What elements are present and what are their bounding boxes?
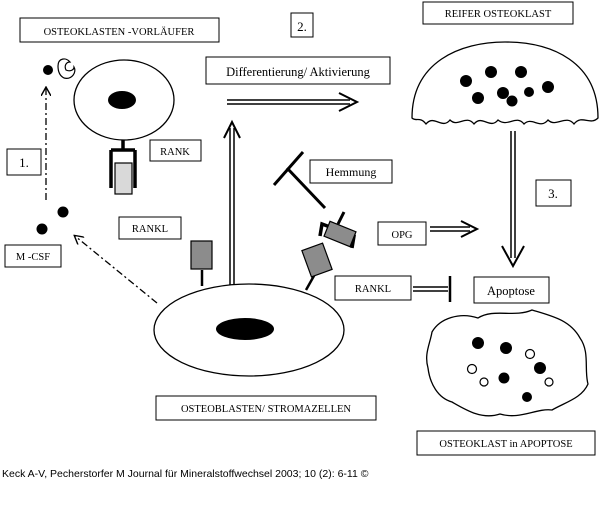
step-3-label: 3. [548,186,558,201]
precursor-label-box [19,17,220,43]
mcsf-receptor [57,58,76,79]
apoptotic-osteoclast [426,309,589,417]
inhibition-bar [272,151,327,210]
osteoblasts-label: OSTEOBLASTEN/ STROMAZELLEN [181,404,351,415]
differentiation-label: Differentierung/ Aktivierung [226,65,371,79]
differentiation-arrow [227,92,360,112]
rankl-ligand [190,240,213,270]
apoptosis-label: Apoptose [487,284,535,298]
step-2-label: 2. [297,19,307,34]
step-1-label: 1. [19,155,29,170]
activation-arrow [223,119,241,285]
mcsf-label-box [4,244,62,268]
rankl-top-label: RANKL [132,224,168,235]
differentiation-box [205,56,391,85]
mature-label: REIFER OSTEOKLAST [445,9,552,20]
mature-label-box [422,1,574,25]
rankl-inhibition-line [413,276,452,302]
opg-rankl-complex [301,211,357,291]
apoptosis-box [473,276,550,304]
apoptotic-osteoclast-label-box [416,430,596,456]
apoptosis-arrow [501,131,525,269]
rankl-bottom-label-box [334,275,412,301]
source-caption: Keck A-V, Pecherstorfer M Journal für Mi… [2,468,369,480]
mcsf-label: M -CSF [16,252,50,263]
osteoblasts-label-box [155,395,377,421]
step-1-box [6,148,42,176]
mature-osteoclast-nuclei [460,66,554,107]
precursor-nucleus [108,91,136,109]
osteoblast-nucleus [216,318,274,340]
apoptotic-osteoclast-nuclei [466,337,554,402]
rank-label: RANK [160,147,190,158]
precursor-label: OSTEOKLASTEN -VORLÄUFER [44,26,195,38]
rank-label-box [149,139,202,162]
rankl-bound-ligand [114,162,133,195]
mcsf-molecule-free-2 [36,223,48,235]
opg-label: OPG [391,230,412,241]
mcsf-molecule-bound [43,65,53,75]
step-3-box [535,179,572,207]
opg-label-box [377,221,427,246]
rank-receptor [109,140,137,188]
rankl-bottom-label: RANKL [355,284,391,295]
mcsf-secretion-arrow [75,236,158,304]
mature-osteoclast [411,41,599,126]
inhibition-label: Hemmung [326,165,377,179]
step-2-box [290,12,314,38]
opg-arrow [430,220,480,238]
mcsf-molecule-free-1 [57,206,69,218]
rankl-top-label-box [118,216,182,240]
apoptotic-osteoclast-label: OSTEOKLAST in APOPTOSE [439,439,572,450]
inhibition-label-box [309,159,393,184]
